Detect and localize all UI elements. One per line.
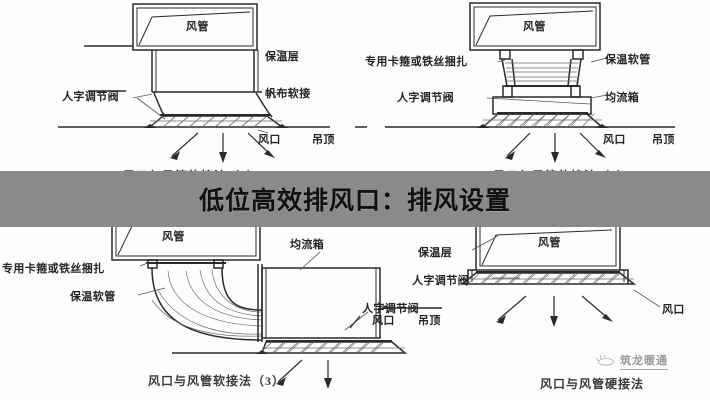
- caption-figure-4: 风口与风管硬接法: [540, 376, 644, 391]
- label-ceiling-1: 吊顶: [312, 133, 335, 146]
- label-damper-2: 人字调节阀: [397, 90, 454, 104]
- label-air-outlet-2: 风口: [603, 132, 626, 146]
- figure-top-right: 风管: [355, 0, 710, 200]
- label-air-outlet-3: 风口: [372, 313, 395, 327]
- figure-top-left: 风管: [0, 0, 355, 200]
- banner-title: 低位高效排风口：排风设置: [198, 186, 511, 215]
- airflow-arrows-3: [276, 359, 332, 389]
- label-insulation-layer-1: 保温层: [264, 49, 299, 63]
- duct-label-3: 风管: [162, 229, 185, 243]
- duct-label-2: 风管: [523, 19, 546, 33]
- label-clamp-2: 专用卡箍或铁丝捆扎: [365, 54, 468, 68]
- title-banner: 低位高效排风口：排风设置: [0, 171, 710, 227]
- label-damper-1: 人字调节阀: [62, 89, 119, 103]
- figure-2-drawing: 风管: [355, 2, 675, 183]
- figure-1-drawing: 风管: [58, 3, 335, 183]
- figure-3-drawing: 风管: [2, 211, 419, 389]
- figure-bottom-left: 风管: [0, 200, 420, 400]
- label-canvas-connection-1: 帆布软接: [265, 86, 311, 100]
- label-plenum-2: 均流箱: [605, 90, 639, 104]
- airflow-arrows-1: [170, 132, 275, 163]
- figure-4-drawing: 风管: [412, 221, 685, 391]
- duct-label-1: 风管: [186, 19, 209, 33]
- watermark-text: 筑龙暖通: [620, 352, 668, 370]
- watermark: 筑龙暖通: [595, 352, 668, 370]
- label-plenum-3: 均流箱: [290, 237, 324, 251]
- label-air-outlet-4: 风口: [662, 302, 685, 316]
- label-flexduct-3: 保温软管: [69, 289, 116, 303]
- airflow-arrows-4: [496, 295, 613, 327]
- duct-label-4: 风管: [538, 235, 561, 249]
- label-air-outlet-1: 风口: [258, 132, 281, 146]
- caption-figure-3: 风口与风管软接法（3）: [148, 373, 285, 388]
- label-ceiling-2: 吊顶: [652, 133, 675, 146]
- figure-bottom-right: 风管: [412, 200, 710, 400]
- label-insulation-layer-4: 保温层: [417, 245, 452, 259]
- cloud-logo-icon: [595, 355, 614, 366]
- figure-3-outlet-labels: 风口 吊顶: [349, 270, 470, 350]
- label-ceiling-3: 吊顶: [418, 314, 441, 327]
- label-flexduct-2: 保温软管: [604, 52, 651, 66]
- label-damper-4: 人字调节阀: [412, 273, 469, 287]
- airflow-arrows-2: [505, 132, 606, 163]
- label-clamp-3: 专用卡箍或铁丝捆扎: [2, 261, 105, 275]
